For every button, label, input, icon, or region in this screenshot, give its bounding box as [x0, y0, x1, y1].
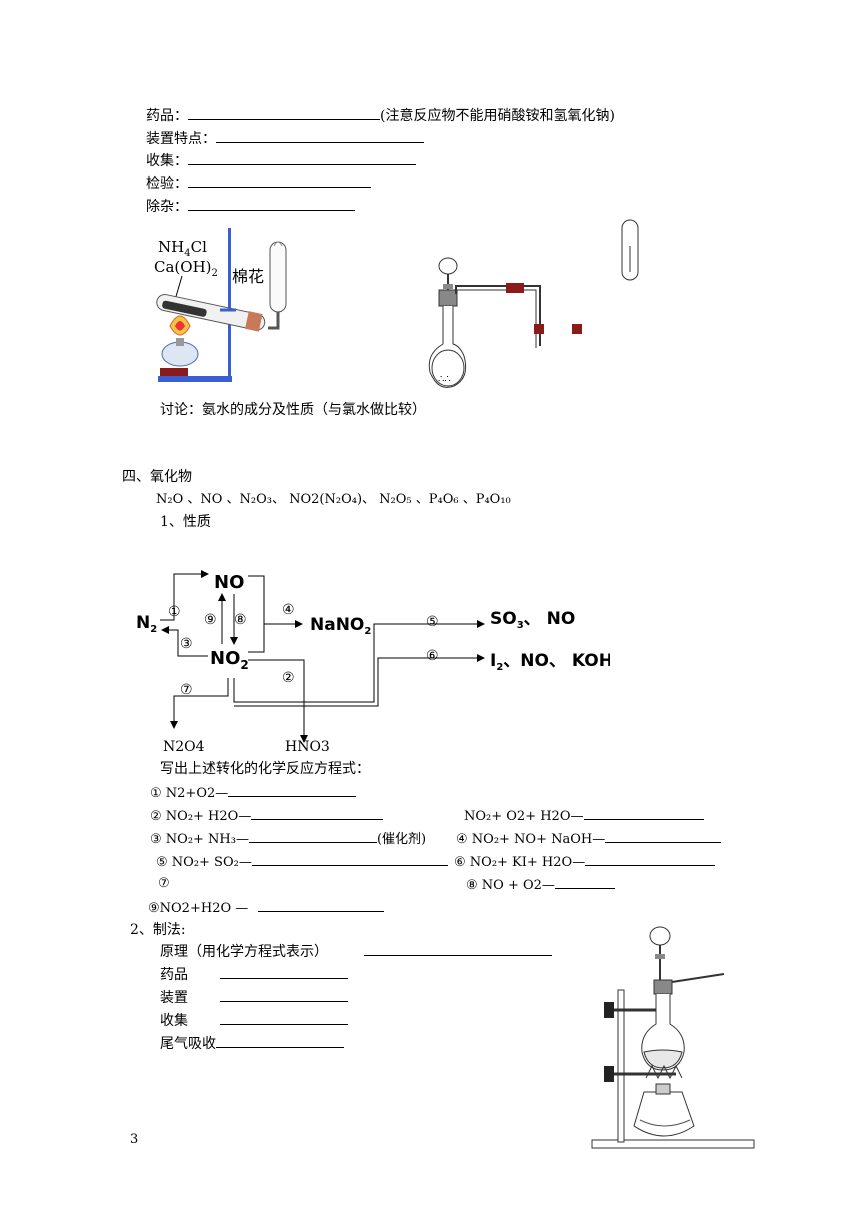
- prep-heading: 2、制法:: [130, 922, 186, 938]
- eq-5-blank[interactable]: [251, 852, 448, 866]
- prep-tail-gas: 尾气吸收: [160, 1034, 344, 1053]
- collect-line: 收集：: [146, 151, 416, 170]
- label-3: ③: [180, 636, 193, 652]
- node-nano2: NaNO2: [310, 615, 371, 637]
- label-2: ②: [282, 670, 295, 686]
- node-n2o4: N2O4: [163, 739, 205, 755]
- drug-note: (注意反应物不能用硝酸铵和氢氧化钠): [380, 108, 615, 124]
- principle-blank[interactable]: [364, 942, 552, 956]
- collect-label: 收集：: [146, 153, 188, 169]
- node-n2: N2: [136, 613, 157, 635]
- u-tube-apparatus-image: ∴∴: [428, 219, 639, 388]
- device-label: 装置特点：: [146, 131, 216, 147]
- purify-blank[interactable]: [188, 197, 355, 211]
- prep-device-blank[interactable]: [220, 988, 348, 1002]
- node-no: NO: [214, 572, 244, 593]
- eq-2b-blank[interactable]: [583, 806, 704, 820]
- label-1: ①: [168, 604, 181, 620]
- eq-8: ⑧ NO + O2—: [466, 875, 615, 895]
- discussion-text: 讨论：氨水的成分及性质（与氯水做比较）: [160, 402, 426, 418]
- eq-9-blank[interactable]: [258, 898, 385, 912]
- purify-label: 除杂：: [146, 199, 188, 215]
- eq-8-blank[interactable]: [554, 875, 615, 889]
- eq-3: ③ NO₂+ NH₃—(催化剂): [150, 829, 426, 849]
- device-line: 装置特点：: [146, 129, 424, 148]
- eq-4: ④ NO₂+ NO+ NaOH—: [456, 829, 722, 849]
- drug-line: 药品： (注意反应物不能用硝酸铵和氢氧化钠): [146, 106, 615, 125]
- prep-principle: 原理（用化学方程式表示）: [160, 942, 552, 961]
- node-hno3: HNO3: [285, 739, 330, 755]
- eq-1: ① N2+O2—: [150, 783, 357, 803]
- svg-text:∴∴: ∴∴: [438, 374, 451, 385]
- eq-6-blank[interactable]: [585, 852, 716, 866]
- section-heading-oxides: 四、氧化物: [122, 469, 192, 485]
- caoh2-label: Ca(OH)2: [154, 258, 218, 279]
- node-i2-no-koh: I2、NO、 KOH: [490, 651, 610, 673]
- node-so3-no: SO3、 NO: [490, 609, 575, 631]
- test-label: 检验：: [146, 176, 188, 192]
- prep-tail-gas-blank[interactable]: [216, 1034, 344, 1048]
- label-9: ⑨: [204, 612, 217, 628]
- ammonia-apparatus-image: NH4Cl Ca(OH)2 棉花: [154, 228, 287, 382]
- eq-9: ⑨NO2+H2O —: [148, 898, 385, 918]
- node-no2: NO2: [210, 648, 249, 672]
- label-8: ⑧: [234, 612, 247, 628]
- oxides-list: N₂O 、NO 、N₂O₃、 NO2(N₂O₄)、 N₂O₅ 、P₄O₆ 、P₄…: [156, 492, 511, 507]
- eq-2: ② NO₂+ H2O—: [150, 806, 384, 826]
- eq-1-blank[interactable]: [228, 783, 357, 797]
- eq-4-blank[interactable]: [605, 829, 722, 843]
- eq-3-blank[interactable]: [248, 829, 377, 843]
- prep-collect-blank[interactable]: [220, 1011, 348, 1025]
- label-6: ⑥: [426, 648, 439, 664]
- no2-prep-apparatus-image: [591, 926, 755, 1149]
- test-blank[interactable]: [188, 174, 371, 188]
- eq-2-blank[interactable]: [251, 806, 384, 820]
- test-line: 检验：: [146, 174, 371, 193]
- label-7: ⑦: [180, 682, 193, 698]
- subheading-properties: 1、性质: [160, 514, 211, 530]
- eq-5: ⑤ NO₂+ SO₂—: [156, 852, 448, 872]
- device-blank[interactable]: [216, 129, 424, 143]
- page-number: 3: [130, 1132, 139, 1147]
- cotton-label: 棉花: [232, 267, 264, 286]
- prep-drug: 药品: [160, 965, 348, 984]
- prep-drug-blank[interactable]: [220, 965, 348, 979]
- eq-2b: NO₂+ O2+ H2O—: [464, 806, 704, 826]
- label-4: ④: [282, 602, 295, 618]
- eq-7: ⑦: [158, 876, 170, 891]
- collect-blank[interactable]: [188, 151, 416, 165]
- drug-label: 药品：: [146, 108, 188, 124]
- purify-line: 除杂：: [146, 197, 355, 216]
- eq-6: ⑥ NO₂+ KI+ H2O—: [454, 852, 716, 872]
- equations-intro: 写出上述转化的化学反应方程式：: [160, 761, 370, 777]
- nh4cl-label: NH4Cl: [158, 238, 207, 259]
- prep-collect: 收集: [160, 1011, 348, 1030]
- label-5: ⑤: [426, 614, 439, 630]
- drug-blank[interactable]: [188, 106, 380, 120]
- prep-device: 装置: [160, 988, 348, 1007]
- conversion-diagram: NO N2 NO2 NaNO2 SO3、 NO I2、NO、 KOH ① ③ ⑨…: [136, 570, 610, 743]
